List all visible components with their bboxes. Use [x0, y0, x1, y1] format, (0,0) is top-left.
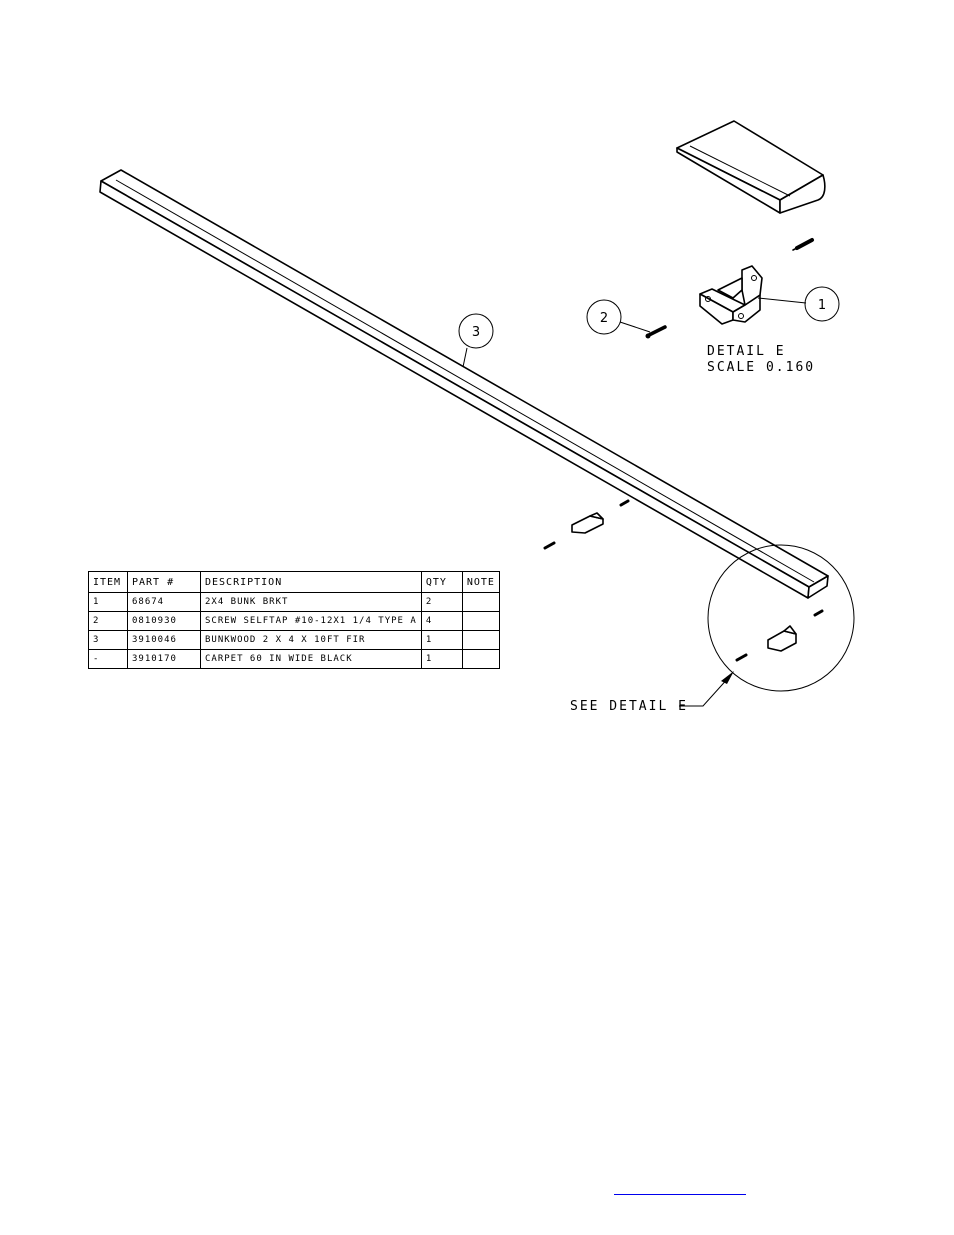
detail-bracket [699, 265, 763, 325]
balloon-1-label: 1 [818, 298, 826, 313]
bom-header-note: NOTE [461, 571, 500, 593]
detail-circle [707, 544, 855, 692]
detail-bunk-piece [676, 120, 826, 214]
table-row: - 3910170 CARPET 60 IN WIDE BLACK 1 [88, 649, 500, 669]
bom-cell-note [461, 630, 500, 650]
footer-link[interactable] [614, 1178, 746, 1195]
bom-cell-note [461, 649, 500, 669]
bom-cell-qty: 2 [420, 592, 463, 612]
bom-header-row: ITEM PART # DESCRIPTION QTY NOTE [88, 571, 500, 593]
balloon-1: 1 [757, 286, 840, 322]
balloon-2-label: 2 [600, 311, 608, 326]
bom-header-part: PART # [127, 571, 201, 593]
bom-cell-part: 68674 [127, 592, 201, 612]
bill-of-materials-table: ITEM PART # DESCRIPTION QTY NOTE 1 68674… [88, 571, 500, 669]
bom-cell-description: SCREW SELFTAP #10-12X1 1/4 TYPE A [200, 611, 422, 631]
see-detail-callout: SEE DETAIL E [570, 699, 688, 714]
bom-cell-qty: 1 [420, 630, 463, 650]
detail-screw-top [792, 238, 814, 251]
bunk-board [99, 169, 829, 599]
bom-cell-item: - [88, 649, 128, 669]
bom-cell-description: BUNKWOOD 2 X 4 X 10FT FIR [200, 630, 422, 650]
bom-cell-part: 3910046 [127, 630, 201, 650]
bom-cell-description: CARPET 60 IN WIDE BLACK [200, 649, 422, 669]
bom-header-description: DESCRIPTION [200, 571, 422, 593]
bom-cell-item: 3 [88, 630, 128, 650]
bom-cell-item: 2 [88, 611, 128, 631]
bom-cell-qty: 1 [420, 649, 463, 669]
bom-cell-note [461, 611, 500, 631]
table-row: 3 3910046 BUNKWOOD 2 X 4 X 10FT FIR 1 [88, 630, 500, 650]
table-row: 2 0810930 SCREW SELFTAP #10-12X1 1/4 TYP… [88, 611, 500, 631]
detail-screw-2 [645, 325, 667, 339]
bom-cell-note [461, 592, 500, 612]
detail-leader [679, 671, 734, 707]
bom-cell-part: 3910170 [127, 649, 201, 669]
balloon-3: 3 [458, 313, 494, 368]
bom-cell-description: 2X4 BUNK BRKT [200, 592, 422, 612]
balloon-3-label: 3 [472, 325, 480, 340]
detail-scale: SCALE 0.160 [707, 360, 815, 375]
table-row: 1 68674 2X4 BUNK BRKT 2 [88, 592, 500, 612]
mid-bracket [543, 499, 630, 550]
bom-cell-part: 0810930 [127, 611, 201, 631]
bom-cell-item: 1 [88, 592, 128, 612]
bom-header-item: ITEM [88, 571, 128, 593]
bom-header-qty: QTY [420, 571, 463, 593]
bom-cell-qty: 4 [420, 611, 463, 631]
detail-title: DETAIL E [707, 344, 786, 359]
balloon-2: 2 [586, 299, 651, 335]
